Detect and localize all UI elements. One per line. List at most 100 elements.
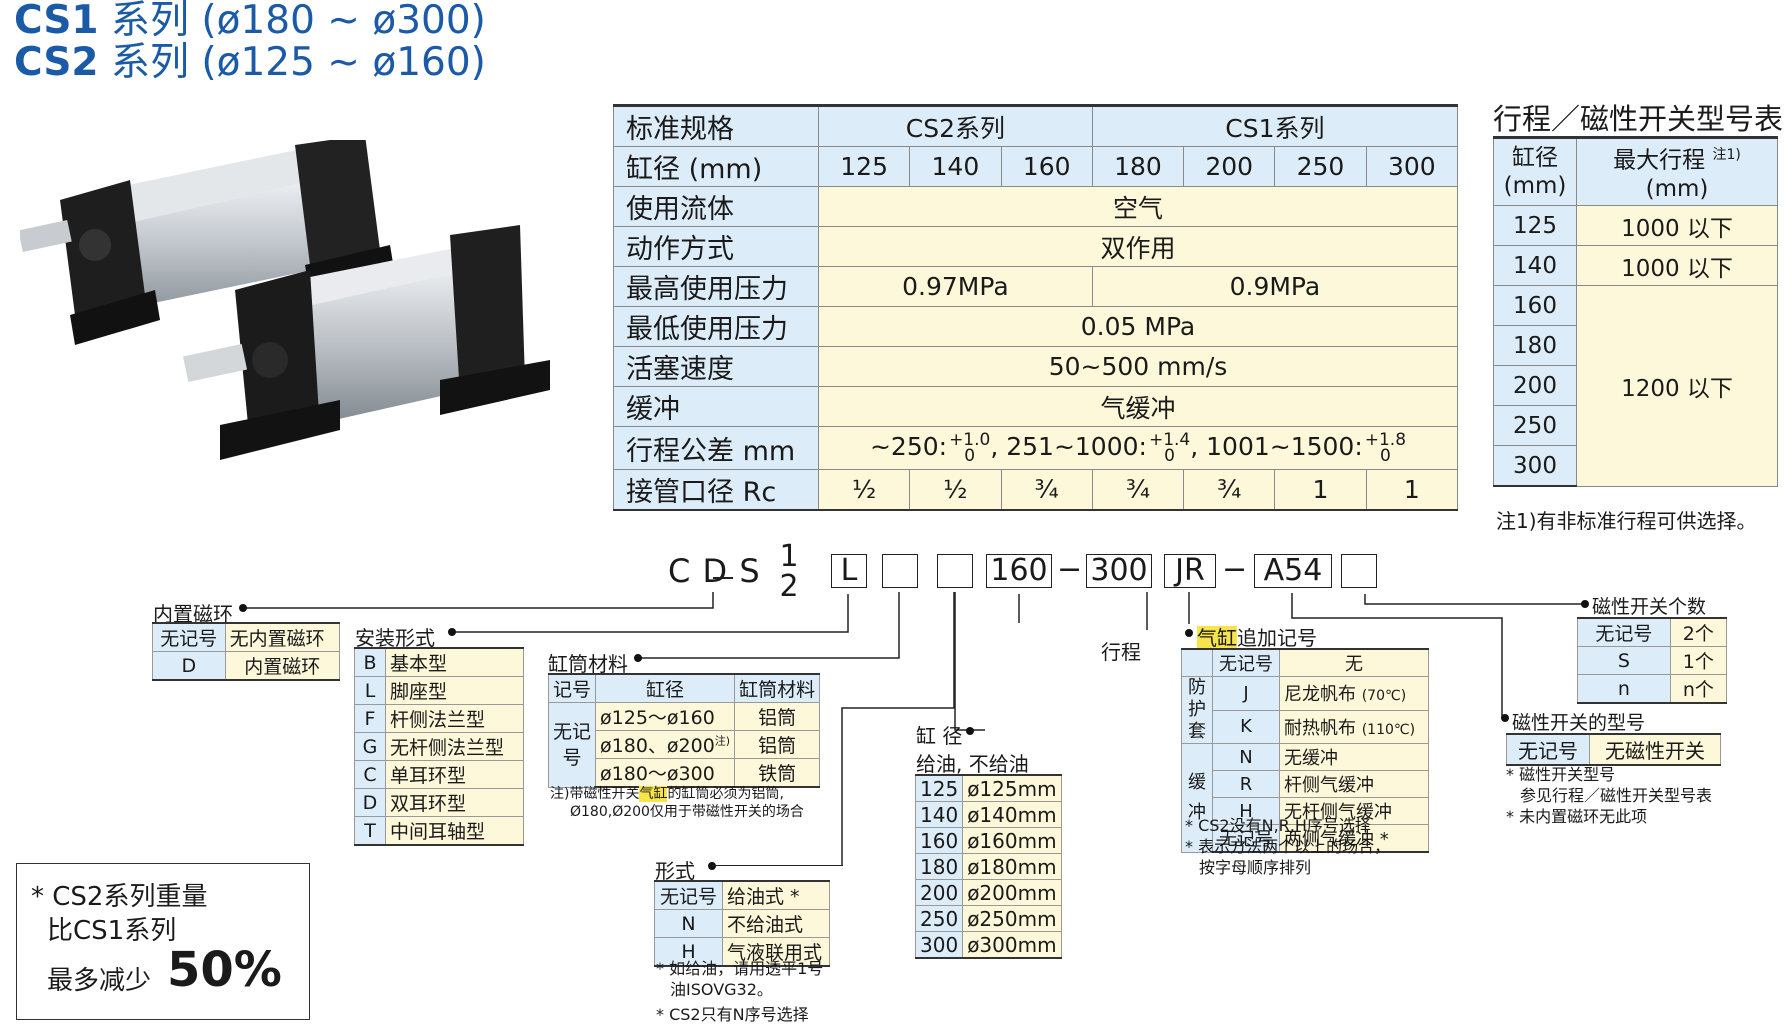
- lube-code: N: [654, 909, 723, 938]
- stroke-row-bore: 140: [1493, 245, 1577, 286]
- tube-label: 缸筒材料: [548, 652, 628, 676]
- tolerance-label: 行程公差 mm: [613, 426, 819, 470]
- stroke-max-140: 1000 以下: [1576, 245, 1778, 286]
- title-cs2-model: CS2: [14, 40, 99, 85]
- lube-note-2: 油ISOVG32。: [670, 980, 773, 999]
- cs1-series-header: CS1系列: [1091, 104, 1459, 147]
- tolerance-lower-3: 0: [1379, 446, 1391, 466]
- bore-sel-label: 缸 径: [916, 724, 963, 748]
- mounting-code: D: [354, 788, 386, 817]
- lube-desc: 给油式 *: [721, 880, 831, 910]
- bore-sel-desc: ø200mm: [962, 879, 1062, 906]
- cushion-add-corner: [1181, 648, 1213, 677]
- cushion-add-code: 无记号: [1212, 648, 1280, 677]
- tube-note-pre: 注)带磁性开关: [550, 786, 640, 802]
- tolerance-lower-1: 0: [964, 446, 976, 466]
- model-prefix-underline: [713, 577, 733, 579]
- code-tube-box: [937, 554, 973, 588]
- tolerance-upper-1: +1.0: [949, 430, 991, 450]
- bore-sel-desc: ø250mm: [962, 905, 1062, 932]
- mounting-desc: 无杆侧法兰型: [385, 732, 524, 761]
- magnet-desc: 无内置磁环: [224, 622, 341, 652]
- switch-count-code: n: [1577, 674, 1671, 704]
- code-mount-box: L: [831, 554, 867, 588]
- max-pressure-label: 最高使用压力: [613, 266, 819, 307]
- protect-name: 尼龙帆布: [1283, 684, 1356, 706]
- port-cell: 1: [1365, 469, 1459, 511]
- switch-count-desc: 2个: [1669, 617, 1728, 647]
- code-dash-2: −: [1222, 552, 1248, 587]
- cylinder-front: [182, 225, 550, 460]
- switch-count-desc: n个: [1669, 674, 1728, 704]
- switch-count-code: 无记号: [1577, 617, 1671, 647]
- port-cell: ¾: [1091, 469, 1185, 511]
- stroke-col-bore-unit: (mm): [1503, 173, 1567, 199]
- port-cell: ¾: [1183, 469, 1276, 511]
- tube-note-2: Ø180,Ø200仅用于带磁性开关的场合: [570, 804, 804, 820]
- cushion-add-note: * CS2没有N,R,H序号选择 * 表示方法两个以上的场合， 按字母顺序排列: [1185, 815, 1390, 878]
- bore-sel-sub: 给油, 不给油: [916, 752, 1029, 776]
- cushion-add-note-2: * 表示方法两个以上的场合，: [1185, 837, 1391, 856]
- cushion-add-desc: 尼龙帆布 (70℃): [1278, 676, 1430, 711]
- cushion-add-code: J: [1212, 676, 1280, 711]
- tube-note-post: 的缸筒必须为铝筒,: [667, 786, 784, 802]
- cs2-series-header: CS2系列: [818, 104, 1093, 147]
- lube-code: H: [654, 937, 723, 967]
- cushion-add-label: 气缸追加记号: [1197, 622, 1317, 651]
- tube-material: 铝筒: [734, 702, 821, 731]
- magnet-label: 内置磁环: [153, 602, 233, 626]
- stroke-col-bore-text: 缸径: [1512, 145, 1558, 171]
- stroke-table-note: 注1)有非标准行程可供选择。: [1496, 509, 1757, 533]
- lube-note: * 如给油，请用透平1号 油ISOVG32。 * CS2只有N序号选择: [656, 958, 823, 1025]
- max-pressure-cs2: 0.97MPa: [818, 266, 1093, 307]
- cushion-add-note-3: 按字母顺序排列: [1199, 858, 1312, 877]
- code-switch-box: A54: [1254, 554, 1332, 588]
- switch-count-code: S: [1577, 646, 1671, 675]
- speed-label: 活塞速度: [613, 346, 819, 387]
- cushion-add-label-hl: 气缸: [1197, 626, 1237, 650]
- tube-header: 记号: [547, 673, 597, 703]
- cushion-add-label-rest: 追加记号: [1237, 626, 1317, 650]
- stroke-row-bore: 125: [1493, 205, 1577, 246]
- tube-note-highlight: 气缸: [639, 786, 668, 802]
- bore-cell: 250: [1274, 146, 1367, 187]
- action-value: 双作用: [818, 226, 1458, 267]
- weight-line-1: * CS2系列重量: [31, 882, 208, 912]
- model-series-fraction: 1 2: [778, 542, 800, 602]
- tolerance-lower-2: 0: [1164, 446, 1175, 466]
- stroke-col-max: 最大行程 注1)(mm): [1576, 136, 1778, 206]
- bore-sel-code: 160: [914, 827, 964, 854]
- speed-value: 50~500 mm/s: [818, 346, 1458, 387]
- action-label: 动作方式: [613, 226, 819, 267]
- model-prefix: C D S: [668, 552, 761, 590]
- protect-group: 防护套: [1181, 676, 1213, 744]
- stroke-table-title: 行程／磁性开关型号表: [1493, 102, 1784, 136]
- stroke-col-max-text: 最大行程: [1613, 147, 1706, 174]
- cushion-group: 缓冲: [1181, 743, 1213, 853]
- code-bore-box: 160: [986, 554, 1052, 588]
- mounting-desc: 脚座型: [385, 676, 524, 705]
- bore-cell: 200: [1183, 146, 1276, 187]
- port-cell: ½: [909, 469, 1002, 511]
- mounting-code: G: [354, 732, 386, 761]
- lube-note-1: * 如给油，请用透平1号: [656, 959, 824, 978]
- bore-sel-code: 250: [914, 905, 964, 932]
- magnet-code: 无记号: [152, 622, 226, 652]
- port-cell: ¾: [1000, 469, 1093, 511]
- cushion-add-desc: 无: [1278, 648, 1430, 677]
- bore-cell: 125: [817, 146, 911, 187]
- switch-model-code: 无记号: [1506, 733, 1590, 766]
- tube-bore: ø180～ø300: [595, 758, 736, 788]
- lube-desc: 不给油式: [721, 909, 831, 938]
- tube-header: 缸筒材料: [734, 673, 821, 703]
- tube-bore: ø125～ø160: [595, 702, 736, 731]
- stroke-row-bore: 250: [1493, 405, 1577, 446]
- title-cs2-range: 系列 (ø125 ~ ø160): [98, 40, 486, 85]
- bore-cell: 300: [1365, 146, 1459, 187]
- bore-sel-desc: ø160mm: [962, 827, 1062, 854]
- code-dash-1: −: [1057, 552, 1083, 587]
